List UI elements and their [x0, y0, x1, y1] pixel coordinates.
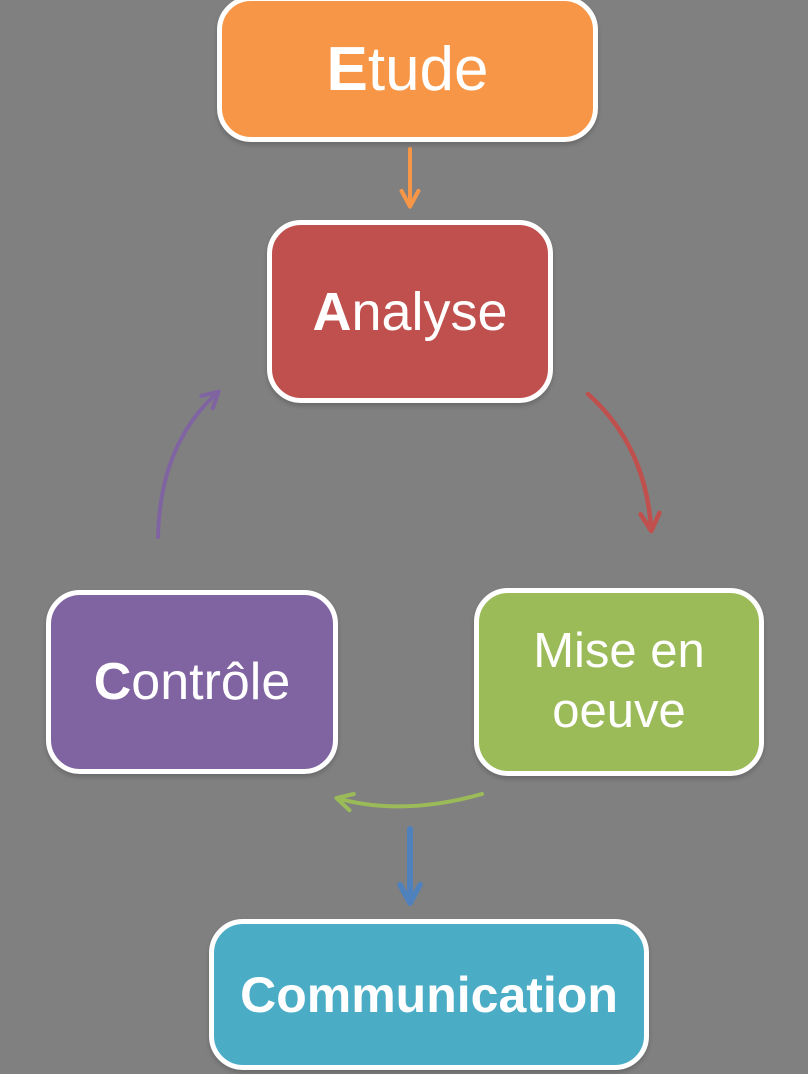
node-etude-label: Etude [326, 34, 489, 104]
node-controle: Contrôle [46, 590, 338, 774]
node-etude: Etude [217, 0, 598, 142]
node-analyse: Analyse [267, 220, 553, 403]
arrow-analyse-to-mise-en-oeuve [585, 391, 662, 534]
arrow-mise-en-oeuve-to-controle [334, 791, 484, 813]
node-analyse-label: Analyse [312, 281, 508, 342]
arrow-controle-to-analyse [156, 389, 221, 539]
node-controle-label: Contrôle [93, 653, 291, 711]
node-communication-label: Communication [240, 966, 618, 1023]
node-communication: Communication [209, 919, 649, 1070]
